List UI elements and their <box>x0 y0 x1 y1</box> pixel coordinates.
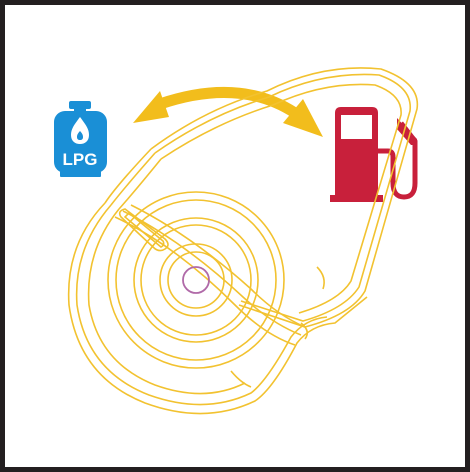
fuel-selector-switch <box>67 67 419 415</box>
illustration-canvas: LPG <box>54 67 419 415</box>
lpg-cylinder-icon: LPG <box>54 101 107 177</box>
double-arrow-icon <box>133 86 323 137</box>
switch-center-pivot <box>182 266 210 294</box>
lpg-label: LPG <box>63 150 98 169</box>
fuel-pump-icon <box>330 107 418 202</box>
